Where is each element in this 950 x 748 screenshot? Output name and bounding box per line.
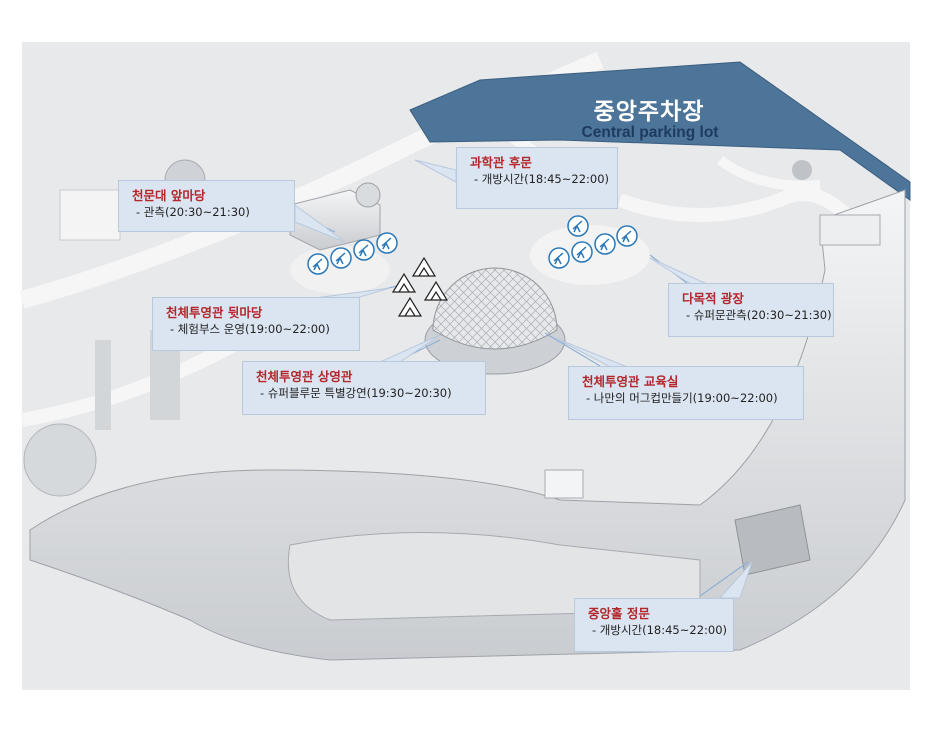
callout-detail: - 관측(20:30~21:30)	[136, 205, 250, 219]
tank	[23, 423, 97, 497]
callout-title: 천문대 앞마당	[132, 188, 206, 203]
callout-detail: - 나만의 머그컵만들기(19:00~22:00)	[586, 391, 778, 405]
callout-title: 천체투영관 상영관	[256, 369, 353, 384]
telescope-icon	[571, 241, 593, 263]
tent-icon	[411, 256, 437, 277]
glass-facade	[734, 504, 811, 576]
roof-panel	[544, 469, 584, 499]
callout-multipurpose-plaza: 다목적 광장 - 슈퍼문관측(20:30~21:30)	[668, 283, 834, 337]
callout-observatory-front-yard: 천문대 앞마당 - 관측(20:30~21:30)	[118, 180, 295, 232]
callout-title: 과학관 후문	[470, 155, 532, 170]
tent-icon	[423, 280, 449, 301]
telescope-icon	[376, 232, 398, 254]
telescope-group-observatory	[307, 232, 398, 275]
callout-central-hall-gate: 중앙홀 정문 - 개방시간(18:45~22:00)	[574, 598, 734, 652]
callout-planetarium-theater: 천체투영관 상영관 - 슈퍼블루문 특별강연(19:30~20:30)	[242, 361, 486, 415]
callout-planetarium-back-yard: 천체투영관 뒷마당 - 체험부스 운영(19:00~22:00)	[152, 297, 360, 351]
grid-lot	[59, 189, 121, 241]
parking-title-ko: 중앙주차장	[593, 99, 705, 125]
road	[617, 187, 866, 235]
telescope-icon	[330, 247, 352, 269]
road	[717, 155, 821, 191]
tent-icon	[391, 272, 417, 293]
telescope-icon	[594, 233, 616, 255]
tank	[792, 160, 812, 180]
telescope-icon	[567, 215, 589, 237]
telescope-icon	[548, 247, 570, 269]
callout-detail: - 체험부스 운영(19:00~22:00)	[170, 322, 330, 336]
callout-detail: - 슈퍼블루문 특별강연(19:30~20:30)	[260, 386, 452, 400]
parking-lot	[409, 61, 911, 201]
tent-icon	[397, 296, 423, 317]
callout-title: 다목적 광장	[682, 291, 744, 306]
callout-title: 중앙홀 정문	[588, 606, 650, 621]
callout-detail: - 슈퍼문관측(20:30~21:30)	[686, 308, 832, 322]
telescope-group-plaza	[548, 215, 638, 269]
parking-title-en: Central parking lot	[581, 124, 719, 141]
telescope-icon	[307, 253, 329, 275]
callout-detail: - 개방시간(18:45~22:00)	[474, 172, 610, 186]
observatory-dome	[355, 182, 381, 208]
callout-detail: - 개방시간(18:45~22:00)	[592, 623, 728, 637]
tower	[819, 214, 881, 246]
tent-group	[391, 256, 449, 317]
telescope-icon	[353, 239, 375, 261]
telescope-icon	[616, 225, 638, 247]
callout-planetarium-classroom: 천체투영관 교육실 - 나만의 머그컵만들기(19:00~22:00)	[568, 366, 804, 420]
callout-science-back-gate: 과학관 후문 - 개방시간(18:45~22:00)	[456, 147, 618, 209]
callout-title: 천체투영관 뒷마당	[166, 305, 263, 320]
building	[95, 340, 111, 430]
callout-title: 천체투영관 교육실	[582, 374, 679, 389]
